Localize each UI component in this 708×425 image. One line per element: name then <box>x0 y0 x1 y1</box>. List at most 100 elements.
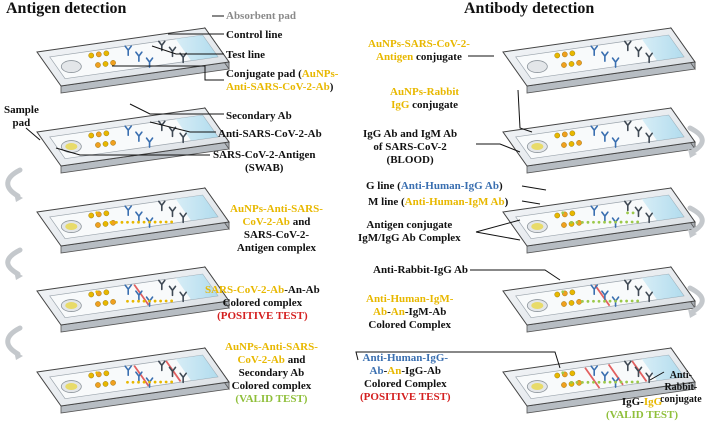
blood-line2: of SARS-CoV-2 <box>373 141 447 153</box>
complex-dot <box>581 299 584 303</box>
antibody <box>590 205 598 216</box>
antibody <box>624 120 632 132</box>
antibody <box>634 366 643 378</box>
gold-nanoparticle <box>95 142 101 148</box>
antibody <box>135 131 143 142</box>
sample-drop <box>65 223 78 231</box>
antibody <box>611 137 620 148</box>
valid-right-text: (VALID TEST) <box>606 409 679 421</box>
complex-dot <box>630 299 634 303</box>
conj1-line1: AuNPs-SARS-CoV-2- <box>368 38 470 50</box>
blood-line3: (BLOOD) <box>386 154 434 166</box>
complex-dot <box>586 220 590 224</box>
valid-line2: CoV-2-Ab <box>237 354 285 366</box>
antibody <box>124 284 132 295</box>
absorbent-pad <box>641 195 684 221</box>
gold-nanoparticle <box>96 131 102 138</box>
complex-dot <box>148 220 151 224</box>
complex-dot <box>153 380 157 384</box>
leader-line-13 <box>521 200 541 205</box>
antibody <box>124 205 132 216</box>
igg-line3: Colored Complex <box>363 378 447 390</box>
gold-nanoparticle <box>569 130 576 137</box>
sample-drop <box>531 302 544 310</box>
gold-nanoparticle <box>110 60 116 66</box>
valid-and: and <box>284 354 306 366</box>
gold-nanoparticle <box>561 382 567 388</box>
antibody <box>168 206 177 218</box>
antibody <box>145 137 154 148</box>
test-line-label: Test line <box>226 49 266 61</box>
antibody <box>168 285 177 297</box>
antibody <box>124 365 132 376</box>
antibody <box>590 45 598 56</box>
antibody <box>634 285 643 297</box>
complex-dot <box>137 299 140 303</box>
complex-dot <box>137 220 140 224</box>
right-flow-arrow-2 <box>687 205 705 235</box>
antibody <box>601 371 609 382</box>
complex-dot <box>603 380 606 384</box>
igm-line1: Anti-Human-IgM- <box>366 293 454 305</box>
complex-dot <box>630 220 634 224</box>
gold-nanoparticle <box>576 60 582 66</box>
left-flow-arrow-3 <box>5 325 23 357</box>
complex-dot <box>126 380 129 384</box>
right-strip-1 <box>502 26 696 94</box>
pos-line3: (POSITIVE TEST) <box>217 310 308 322</box>
leader-line-14 <box>475 219 521 233</box>
igg-line2a: Ab <box>369 365 384 377</box>
gold-nanoparticle <box>95 222 101 228</box>
gold-nanoparticle <box>562 51 568 58</box>
igm-line2c: An <box>390 306 405 318</box>
conj2-line1: AuNPs-Rabbit <box>390 86 460 98</box>
igm-line2a: Ab <box>373 306 388 318</box>
antibody <box>634 46 643 58</box>
left-strip-3 <box>36 186 230 254</box>
left-strip-1 <box>36 26 230 94</box>
right-flow-arrow-2-head <box>688 229 697 238</box>
conjugate-pad-aunps: AuNPs- <box>301 68 339 80</box>
gold-nanoparticle <box>102 61 109 67</box>
complex-line4: Antigen complex <box>236 242 317 254</box>
gold-nanoparticle <box>554 291 561 298</box>
leader-line-5 <box>25 127 41 141</box>
gold-nanoparticle <box>569 50 576 57</box>
antibody <box>135 211 143 222</box>
leader-line-15 <box>475 231 521 241</box>
blood-line1: IgG Ab and IgM Ab <box>363 128 458 140</box>
gold-nanoparticle <box>102 141 109 147</box>
complex-dot <box>95 290 99 294</box>
complex-dot <box>608 380 612 384</box>
complex-dot <box>131 220 135 224</box>
complex-dot <box>159 220 163 224</box>
rabbit-igg-conjugate-label: AuNPs-Rabbit IgG conjugate <box>390 86 459 112</box>
sample-drop <box>65 383 78 391</box>
complex-dot <box>636 380 640 384</box>
antibody <box>624 279 632 291</box>
gold-nanoparticle <box>554 372 561 379</box>
complex-dot <box>126 220 129 224</box>
right-strip-4 <box>502 265 696 333</box>
complex-dot <box>608 220 612 224</box>
blood-sample-label: IgG Ab and IgM Ab of SARS-CoV-2 (BLOOD) <box>363 128 457 167</box>
leader-line-12 <box>521 185 547 191</box>
mline-close: ) <box>504 196 509 208</box>
complex-line2: CoV-2-Ab <box>242 216 290 228</box>
complex-dot <box>170 380 174 384</box>
complex-dot <box>625 220 628 224</box>
swab-text: (SWAB) <box>244 162 284 174</box>
g-line-label: G line (Anti-Human-IgG Ab) <box>366 180 503 193</box>
gold-nanoparticle <box>561 142 567 148</box>
complex-dot <box>630 380 634 384</box>
complex-dot <box>614 299 617 303</box>
complex-dot <box>131 380 135 384</box>
left-flow-arrow-2 <box>5 247 23 277</box>
complex-dot <box>636 299 640 303</box>
conj1-suffix: conjugate <box>413 51 462 63</box>
antibody <box>645 52 653 64</box>
complex-dot <box>625 299 628 303</box>
gold-nanoparticle <box>95 382 101 388</box>
valid-line4: Colored complex <box>231 380 312 392</box>
